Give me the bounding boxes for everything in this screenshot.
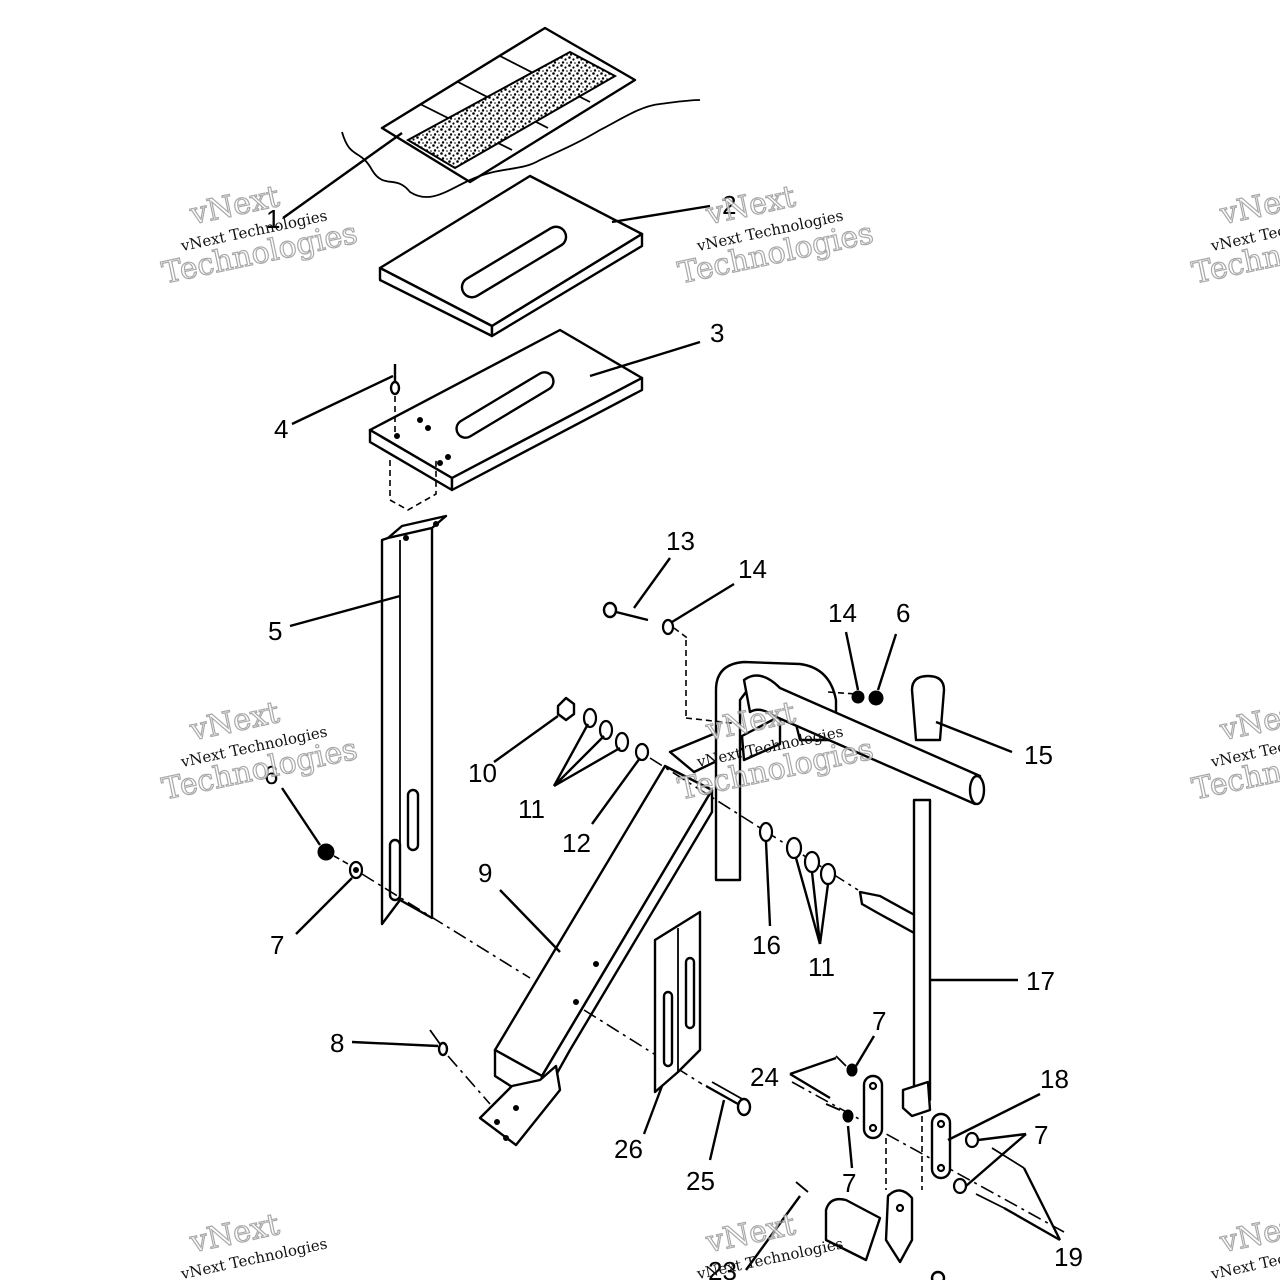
callout-24: 24 (750, 1062, 779, 1092)
callout-14: 14 (738, 554, 767, 584)
callout-8: 8 (330, 1028, 344, 1058)
watermark: vNext vNext Technologies Technologies (158, 179, 361, 292)
right-nut-washer (851, 690, 884, 706)
shift-rod-part (742, 674, 986, 806)
watermark: vNext vNext Technologies (178, 1207, 328, 1280)
callout-numbers: 1 2 3 4 5 6 7 8 9 10 11 12 13 14 14 6 15… (264, 190, 1083, 1280)
pedal-arm-part (478, 726, 754, 1147)
callout-11: 11 (518, 794, 545, 824)
vertical-rod-part (901, 798, 932, 1190)
top-plate-part (378, 174, 644, 338)
watermark-group: vNext vNext Technologies Technologies vN… (158, 179, 1280, 1280)
callout-7: 7 (872, 1006, 886, 1036)
callout-26: 26 (614, 1134, 643, 1164)
pin-part (429, 1029, 491, 1105)
bottom-assembly (795, 1181, 946, 1280)
callout-9: 9 (478, 858, 492, 888)
floor-mat-part (341, 26, 701, 198)
bracket-plate-part (368, 328, 644, 511)
callout-15: 15 (1024, 740, 1053, 770)
callout-16: 16 (752, 930, 781, 960)
callout-11: 11 (808, 952, 835, 982)
callout-10: 10 (468, 758, 497, 788)
callout-23: 23 (708, 1256, 737, 1280)
callout-3: 3 (710, 318, 724, 348)
callout-6: 6 (264, 760, 278, 790)
top-bolt (602, 601, 691, 641)
watermark: vNext vNext Technologies Technologies (1188, 179, 1280, 292)
callout-7: 7 (1034, 1120, 1048, 1150)
callout-2: 2 (722, 190, 736, 220)
linkage-assembly (791, 1055, 1065, 1233)
leader-lines (281, 132, 1062, 1271)
shaft-washers-left (556, 696, 859, 891)
callout-19: 19 (1054, 1242, 1083, 1272)
callout-12: 12 (562, 828, 591, 858)
callout-18: 18 (1040, 1064, 1069, 1094)
callout-6: 6 (896, 598, 910, 628)
callout-13: 13 (666, 526, 695, 556)
callout-14: 14 (828, 598, 857, 628)
callout-17: 17 (1026, 966, 1055, 996)
screw-part (389, 364, 401, 432)
callout-7: 7 (842, 1168, 856, 1198)
support-bar-part (380, 514, 448, 926)
callout-1: 1 (266, 204, 280, 234)
watermark: vNext vNext Technologies Technologies (674, 179, 877, 292)
watermark: vNext vNext Technologies Technologies (674, 695, 877, 808)
callout-4: 4 (274, 414, 288, 444)
callout-7: 7 (270, 930, 284, 960)
watermark: vNext vNext Technologies Technologies (158, 695, 361, 808)
lower-bolt (705, 1081, 752, 1117)
watermark: vNext vNext Technologies (1208, 1207, 1280, 1280)
callout-5: 5 (268, 616, 282, 646)
left-nut-washer (317, 843, 531, 979)
watermark: vNext vNext Technologies (694, 1207, 844, 1280)
callout-25: 25 (686, 1166, 715, 1196)
lower-bracket-part (653, 910, 702, 1094)
watermark: vNext vNext Technologies Technologies (1188, 695, 1280, 808)
